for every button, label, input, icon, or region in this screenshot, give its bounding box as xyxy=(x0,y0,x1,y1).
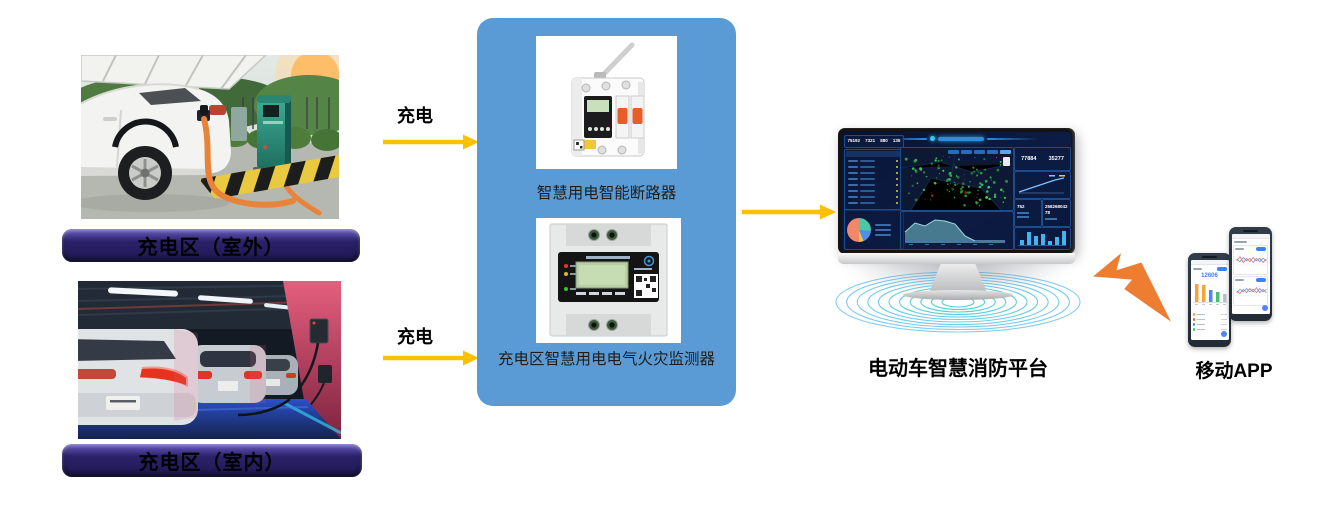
dashboard-title-bar xyxy=(937,136,984,141)
floating-action-button xyxy=(1220,331,1227,337)
charging-flow-label-1: 充电 xyxy=(397,106,433,126)
indoor-garage-photo xyxy=(78,281,341,439)
dashboard-screen: 75192 7321 880 135 xyxy=(842,132,1071,250)
alarm-list-row xyxy=(846,194,900,200)
app-bar-chart xyxy=(1192,284,1228,305)
alarm-list-row xyxy=(846,200,900,206)
title-placeholder xyxy=(1233,241,1247,243)
indoor-area-label: 充电区（室内） xyxy=(62,444,362,477)
app-toolbar xyxy=(1191,265,1229,272)
map-panel xyxy=(900,147,1014,211)
outdoor-area-label-text: 充电区（室外） xyxy=(137,237,285,259)
app-caption: 移动APP xyxy=(1195,361,1273,382)
line-chart xyxy=(1018,175,1065,194)
breaker-caption: 智慧用电智能断路器 xyxy=(536,185,677,202)
monitor-stand xyxy=(929,264,987,293)
outdoor-photo-art xyxy=(81,55,339,219)
line-chart-panel xyxy=(1014,171,1071,199)
app-legend-list xyxy=(1191,311,1229,333)
phone-screen xyxy=(1231,234,1270,314)
smart-breaker-art xyxy=(536,36,677,169)
pie-legend xyxy=(875,223,891,236)
line-chart-card xyxy=(1233,276,1268,306)
right-stats-panel: 77884 35277 xyxy=(1014,147,1071,171)
fire-monitor-art xyxy=(536,218,681,343)
smart-breaker-image xyxy=(536,36,677,169)
signal-waves xyxy=(835,272,1081,333)
platform-monitor: 75192 7321 880 135 xyxy=(838,128,1075,254)
floating-action-button xyxy=(1261,305,1268,311)
app-big-number: 12606 xyxy=(1201,273,1218,279)
app-toolbar xyxy=(1232,239,1270,244)
alarm-list-row xyxy=(846,158,900,164)
alarm-list-row xyxy=(846,182,900,188)
phone-screen: 12606 xyxy=(1190,260,1229,340)
pie-chart xyxy=(847,217,871,242)
phone-speaker xyxy=(1202,256,1217,258)
outdoor-area-label: 充电区（室外） xyxy=(62,229,360,262)
app-line-chart xyxy=(1236,255,1267,266)
monitor-base xyxy=(903,290,1013,300)
dashboard-logo xyxy=(929,136,935,141)
stat-value: 880 xyxy=(880,138,888,144)
outdoor-charging-photo xyxy=(81,55,339,219)
header-decor-line xyxy=(986,137,1039,140)
status-bar xyxy=(1190,260,1229,265)
indoor-area-label-text: 充电区（室内） xyxy=(138,452,286,474)
stat-value: 7321 xyxy=(865,138,876,144)
gateway-box: 智慧用电智能断路器 xyxy=(477,18,736,406)
phone-speaker xyxy=(1243,230,1258,232)
bar-chart xyxy=(1018,231,1066,246)
app-line-chart xyxy=(1236,287,1267,297)
map-dots xyxy=(901,148,1013,210)
title-placeholder xyxy=(1192,268,1202,270)
map-filter-buttons xyxy=(948,150,1011,154)
stat-value: 752 xyxy=(1017,204,1025,209)
stat-value: 35277 xyxy=(1048,156,1064,162)
data-total-panel: 25826804278 xyxy=(1042,199,1071,227)
lightning-bolt xyxy=(1093,253,1171,322)
alarm-list-row xyxy=(846,188,900,194)
charging-flow-label-2: 充电 xyxy=(397,327,433,347)
trend-chart-panel xyxy=(900,211,1014,250)
bar-chart-panel xyxy=(1014,227,1071,250)
trend-area-chart xyxy=(904,219,1005,245)
fire-monitor-image xyxy=(536,218,681,343)
platform-caption: 电动车智慧消防平台 xyxy=(868,358,1048,380)
alarm-list-row xyxy=(846,170,900,176)
car-rear-2 xyxy=(190,345,266,403)
stat-value: 135 xyxy=(892,138,901,144)
alarm-list-row xyxy=(846,164,900,170)
fire-monitor-caption: 充电区智慧用电电气火灾监测器 xyxy=(497,351,715,368)
alarm-list-row xyxy=(846,176,900,182)
stat-value: 25826804278 xyxy=(1045,204,1068,215)
indoor-photo-art xyxy=(78,281,341,439)
stat-value: 75192 xyxy=(847,138,861,144)
dashboard-top-stats: 75192 7321 880 135 xyxy=(844,135,904,148)
line-chart-card xyxy=(1233,245,1268,275)
alarm-list-panel xyxy=(844,149,902,211)
status-bar xyxy=(1231,234,1270,239)
mobile-app-phone-2 xyxy=(1229,227,1272,321)
device-total-panel: 752 xyxy=(1014,199,1042,227)
filter-pill-button xyxy=(1216,267,1227,271)
monitor-chin xyxy=(838,253,1075,264)
stat-value: 77884 xyxy=(1021,156,1037,162)
map-legend xyxy=(1003,157,1010,166)
pie-chart-panel xyxy=(844,209,904,250)
list-header xyxy=(846,151,900,157)
mobile-app-phone-1: 12606 xyxy=(1188,253,1231,347)
car-rear-1 xyxy=(78,329,198,425)
